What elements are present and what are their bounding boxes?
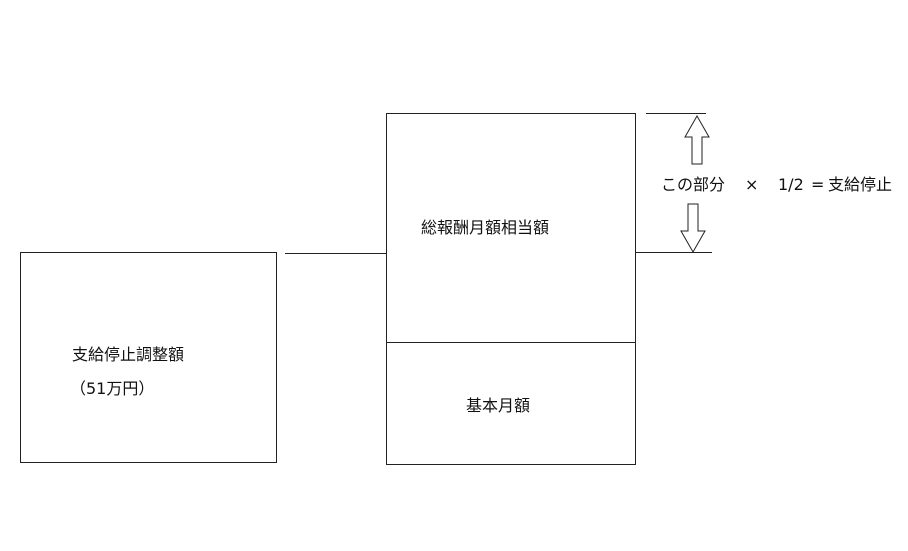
formula-times: ×	[745, 175, 759, 194]
total-compensation-label: 総報酬月額相当額	[421, 218, 550, 237]
formula-result: 支給停止	[828, 175, 893, 194]
up-arrow-icon	[684, 114, 710, 165]
formula-fraction: 1/2	[778, 175, 804, 194]
formula-equals: =	[811, 175, 825, 194]
formula-part: この部分	[661, 175, 726, 194]
box-divider	[386, 342, 636, 343]
adjustment-amount-value: （51万円）	[70, 379, 155, 398]
adjustment-amount-title: 支給停止調整額	[72, 345, 185, 364]
threshold-line	[285, 253, 387, 254]
total-compensation-box	[386, 113, 636, 465]
region-top-line	[646, 113, 706, 114]
region-bottom-line	[636, 252, 712, 253]
adjustment-amount-box	[20, 252, 277, 463]
basic-monthly-label: 基本月額	[466, 396, 531, 415]
down-arrow-icon	[680, 203, 706, 254]
